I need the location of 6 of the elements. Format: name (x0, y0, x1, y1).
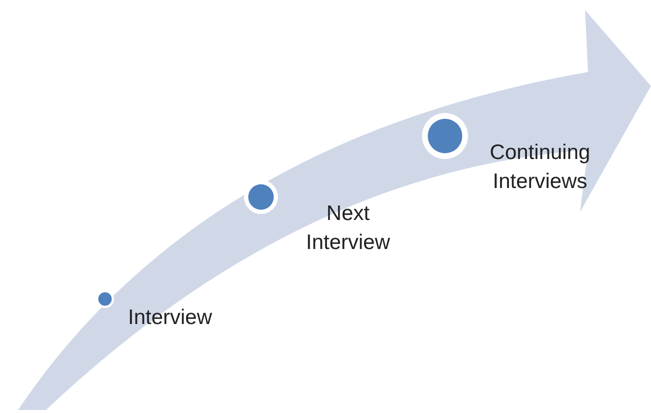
milestone-dot (96, 290, 114, 308)
milestone-label: Next Interview (304, 201, 392, 256)
milestone-dot (422, 113, 468, 159)
milestone-label: Interview (128, 305, 214, 331)
milestone-dot (244, 180, 278, 214)
milestone-label: Continuing Interviews (488, 140, 592, 195)
